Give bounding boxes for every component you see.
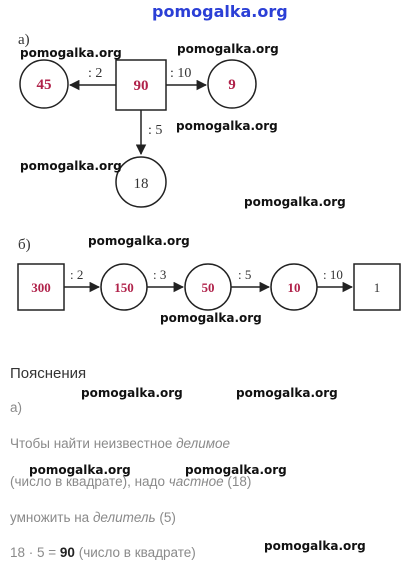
explanation-line-2: (число в квадрате), надо частное (18)	[10, 474, 251, 489]
explanation-line-1: Чтобы найти неизвестное делимое	[10, 436, 230, 451]
part-a-down-op: : 5	[148, 123, 162, 138]
watermark: pomogalka.org	[20, 46, 122, 60]
part-b-op-3: : 5	[238, 267, 251, 282]
watermark: pomogalka.org	[177, 42, 279, 56]
watermark: pomogalka.org	[264, 539, 366, 553]
part-b-end-box	[353, 263, 401, 311]
line-3-text: умножить на	[10, 510, 93, 525]
part-a-left-circle	[19, 59, 69, 109]
watermark: pomogalka.org	[20, 159, 122, 173]
part-b-op-4: : 10	[323, 267, 343, 282]
line-1-text: Чтобы найти неизвестное	[10, 436, 177, 451]
part-a-right-circle	[207, 59, 257, 109]
watermark: pomogalka.org	[29, 463, 131, 477]
explanation-heading: Пояснения	[10, 365, 87, 382]
watermark: pomogalka.org	[185, 463, 287, 477]
part-a-down-value: 18	[134, 176, 149, 192]
part-b-label: б)	[18, 237, 31, 253]
line-2-term: частное	[168, 474, 224, 489]
explanation-line-4: 18 · 5 = 90 (число в квадрате)	[10, 545, 196, 560]
line-3-tail: (5)	[155, 510, 176, 525]
part-b-start-box	[17, 263, 65, 311]
watermark: pomogalka.org	[88, 234, 190, 248]
line-4-text: 18 · 5 =	[10, 545, 60, 560]
part-b-value-2: 150	[114, 280, 134, 295]
explanation-line-3: умножить на делитель (5)	[10, 510, 176, 525]
part-b-value-1: 300	[31, 280, 51, 295]
line-2-text: (число в квадрате), надо	[10, 474, 169, 489]
part-b-value-5: 1	[374, 280, 381, 295]
watermark: pomogalka.org	[81, 386, 183, 400]
part-b-op-2: : 3	[153, 267, 166, 282]
watermark: pomogalka.org	[160, 311, 262, 325]
line-4-tail: (число в квадрате)	[74, 545, 196, 560]
part-b-value-3: 50	[202, 280, 215, 295]
line-4-result: 90	[59, 545, 75, 560]
line-3-term: делитель	[92, 510, 156, 525]
part-b-op-1: : 2	[70, 267, 83, 282]
part-a-left-value: 45	[37, 77, 52, 93]
line-2-tail: (18)	[223, 474, 252, 489]
watermark: pomogalka.org	[176, 119, 278, 133]
part-a-left-op: : 2	[88, 66, 102, 81]
line-1-term: делимое	[176, 436, 231, 451]
part-a-down-circle	[115, 156, 167, 208]
part-a-right-op: : 10	[170, 66, 191, 81]
watermark: pomogalka.org	[236, 386, 338, 400]
part-b-value-4: 10	[288, 280, 301, 295]
part-a-center-value: 90	[134, 78, 149, 94]
part-a-label: а)	[18, 32, 30, 48]
watermark-top: pomogalka.org	[152, 2, 288, 21]
explanation-sub: а)	[10, 400, 23, 415]
watermark: pomogalka.org	[244, 195, 346, 209]
part-a-right-value: 9	[228, 77, 236, 93]
division-diagram: а) 90 45 : 2 9 : 10 18 : 5 б) 300 150 50…	[17, 32, 401, 311]
